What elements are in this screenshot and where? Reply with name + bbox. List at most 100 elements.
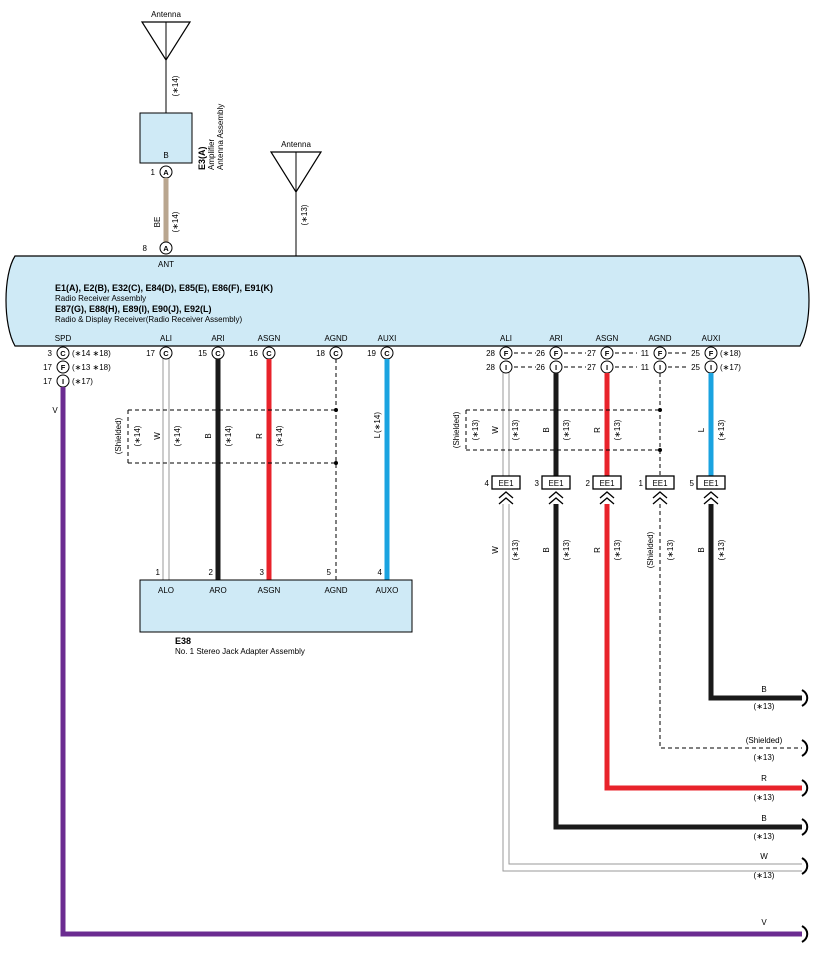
antenna-top: Antenna (∗14) (140, 10, 192, 113)
lower-wire-b-aux (708, 504, 802, 701)
antenna-center-label: Antenna (281, 140, 311, 149)
right-upper-l-note: (∗13) (717, 419, 726, 440)
amplifier-pin-num: 1 (151, 168, 156, 177)
output-break-4 (801, 818, 809, 836)
lower-wire-shielded-label: (Shielded) (646, 531, 655, 568)
right-pin-ali-num2: 28 (486, 363, 495, 372)
left-wires: (Shielded) (∗14) W (∗14) B (∗14) R (∗14)… (114, 359, 390, 580)
right-shield-box (465, 409, 660, 451)
output-2-note: (∗13) (754, 753, 775, 762)
right-pin-agnd-conn2: I (659, 363, 661, 372)
right-pin-agnd-conn1: F (658, 349, 663, 358)
lower-wire-w-a (502, 504, 802, 872)
spd-pin-1-conn: C (60, 349, 66, 358)
ee1-3-chevron-icon (548, 491, 564, 505)
ee1-5-box (696, 475, 726, 490)
lower-wire-w-note: (∗13) (511, 539, 520, 560)
left-shield-node-top (334, 408, 338, 412)
right-pin-auxi-conn1: F (709, 349, 714, 358)
right-pin-agnd-name: AGND (648, 334, 671, 343)
output-1-note: (∗13) (754, 702, 775, 711)
ee1-5-chevron-icon (703, 491, 719, 505)
left-wire-w-note: (∗14) (173, 425, 182, 446)
right-pin-asgn-conn2: I (606, 363, 608, 372)
right-pin-asgn-num1: 27 (587, 349, 596, 358)
receiver-ant-connector (159, 241, 173, 255)
spd-pin-2-num: 17 (43, 363, 52, 372)
lower-wire-r-color: R (593, 547, 602, 553)
receiver-codes-2: E87(G), E88(H), E89(I), E90(J), E92(L) (55, 304, 212, 314)
left-pin-asgn-num: 16 (249, 349, 258, 358)
left-pin-ali-num: 17 (146, 349, 155, 358)
left-pin-asgn-name: ASGN (258, 334, 281, 343)
jack-pin-2-num: 2 (209, 568, 214, 577)
lower-wire-r (604, 504, 802, 791)
spd-pin-2-note: (∗13 ∗18) (72, 363, 111, 372)
lower-wire-w-b (508, 504, 802, 865)
left-pin-ali-name: ALI (160, 334, 172, 343)
left-pin-ari-name: ARI (211, 334, 224, 343)
right-upper-r-color: R (593, 427, 602, 433)
right-upper-w-color: W (491, 426, 500, 434)
jack-pin-1-name: ALO (158, 586, 174, 595)
amplifier-conn-letter: A (163, 168, 169, 177)
right-upper-l-color: L (697, 427, 706, 432)
ee1-1-box (645, 475, 675, 490)
ee1-4-box (491, 475, 521, 490)
right-pin-ali-i-connector (499, 360, 513, 374)
receiver-name-2: Radio & Display Receiver(Radio Receiver … (55, 315, 243, 324)
ee1-1-num: 1 (639, 479, 644, 488)
right-pin-auxi-name: AUXI (702, 334, 721, 343)
ee1-3-label: EE1 (548, 479, 564, 488)
ee1-4-label: EE1 (498, 479, 514, 488)
lower-wire-b-note: (∗13) (562, 539, 571, 560)
wire-be-note: (∗14) (171, 211, 180, 232)
ee1-4-num: 4 (485, 479, 490, 488)
output-break-3 (801, 779, 809, 797)
ee1-3-box (541, 475, 571, 490)
right-pin-ali-f-connector (499, 346, 513, 360)
left-pin-asgn-conn: C (266, 349, 272, 358)
right-pin-asgn-name: ASGN (596, 334, 619, 343)
left-shield-node-bottom (334, 461, 338, 465)
right-shield-label: (Shielded) (452, 411, 461, 448)
right-pin-auxi-num2: 25 (691, 363, 700, 372)
right-pin-ari-conn2: I (555, 363, 557, 372)
left-wire-w-color: W (153, 432, 162, 440)
output-4-note: (∗13) (754, 832, 775, 841)
jack-pin-1-num: 1 (156, 568, 161, 577)
left-shield-note: (∗14) (133, 425, 142, 446)
right-shield-note: (∗13) (471, 419, 480, 440)
right-pin-auxi-f-connector (704, 346, 718, 360)
amplifier-name-2: Antenna Assembly (216, 104, 225, 170)
right-lower-wires: W (∗13) B (∗13) R (∗13) (Shielded) (∗13)… (491, 504, 802, 872)
output-3-color: R (761, 774, 767, 783)
jack-pin-4-name: AUXO (376, 586, 399, 595)
antenna-center-note: (∗13) (300, 204, 309, 225)
output-1-color: B (761, 685, 766, 694)
right-pin-ali-conn1: F (504, 349, 509, 358)
right-pin-ari-name: ARI (549, 334, 562, 343)
wire-be-color: BE (153, 217, 162, 228)
left-pin-auxi-conn: C (384, 349, 390, 358)
left-wire-l-note: (∗14) (373, 412, 382, 433)
left-wire-b-color: B (204, 433, 213, 438)
amplifier-pin-name: B (163, 151, 168, 160)
left-wire-r-color: R (255, 433, 264, 439)
lower-wire-b-color: B (542, 547, 551, 552)
radio-receiver: 8 A ANT E1(A), E2(B), E32(C), E84(D), E8… (5, 241, 810, 347)
right-shield-node-bottom (658, 448, 662, 452)
ee1-5-label: EE1 (703, 479, 719, 488)
ee1-1-label: EE1 (652, 479, 668, 488)
right-pin-auxi-note-2: (∗17) (720, 363, 741, 372)
jack-code: E38 (175, 636, 191, 646)
left-pin-ari-num: 15 (198, 349, 207, 358)
right-pin-ari-num1: 26 (536, 349, 545, 358)
spd-pin-3-num: 17 (43, 377, 52, 386)
output-break-6 (801, 925, 809, 943)
jack-pin-5-num: 5 (327, 568, 332, 577)
antenna-center: Antenna (∗13) (269, 140, 323, 256)
jack-pin-4-num: 4 (378, 568, 383, 577)
left-pin-agnd-num: 18 (316, 349, 325, 358)
